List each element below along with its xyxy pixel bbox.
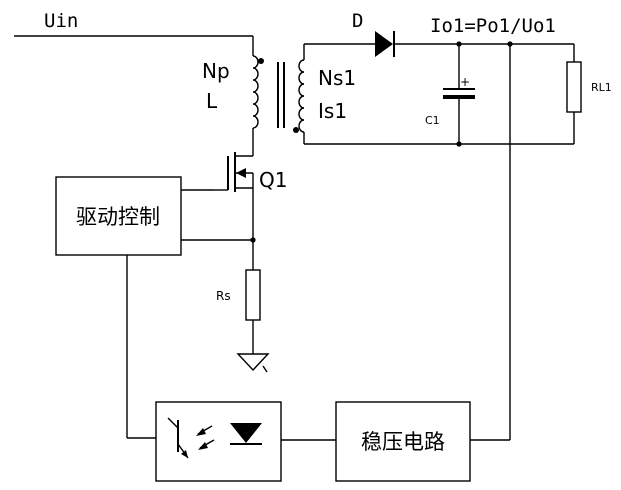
l-label: L [206,89,218,113]
c1-bottom-junction [456,141,462,147]
opto-led-icon [230,423,262,443]
io1-label: Io1=Po1/Uo1 [430,15,556,37]
ground-icon [236,353,270,372]
opto-emitter-arrow-icon [181,450,188,458]
secondary-winding-ns1 [298,59,305,133]
d-label: D [352,10,363,32]
diode-d-icon [375,31,393,57]
rs-resistor [245,269,261,321]
rl1-resistor [566,61,582,113]
optocoupler-box [155,401,282,482]
regulator-box [335,401,471,482]
q1-label: Q1 [259,168,287,192]
ns1-label: Ns1 [318,66,356,90]
drive-control-label: 驱动控制 [76,205,160,229]
rl1-label: RL1 [591,81,612,94]
opto-light-arrowhead-2 [198,442,208,450]
opto-light-arrowhead-1 [196,428,206,436]
c1-label: C1 [425,114,440,127]
uin-label: Uin [44,10,78,32]
regulator-label: 稳压电路 [361,430,445,454]
np-label: Np [202,59,230,83]
primary-winding-np [252,55,259,129]
c1-plate-bottom [443,95,475,99]
primary-dot-marker [258,58,264,64]
secondary-dot-marker [293,127,299,133]
drive-control-box [55,176,182,256]
rs-label: Rs [216,289,231,303]
ground-tail [262,365,268,373]
q1-arrow-icon [236,168,246,178]
opto-transistor-collector [167,417,179,429]
is1-label: Is1 [318,99,347,123]
c1-plus-icon: + [460,75,470,89]
